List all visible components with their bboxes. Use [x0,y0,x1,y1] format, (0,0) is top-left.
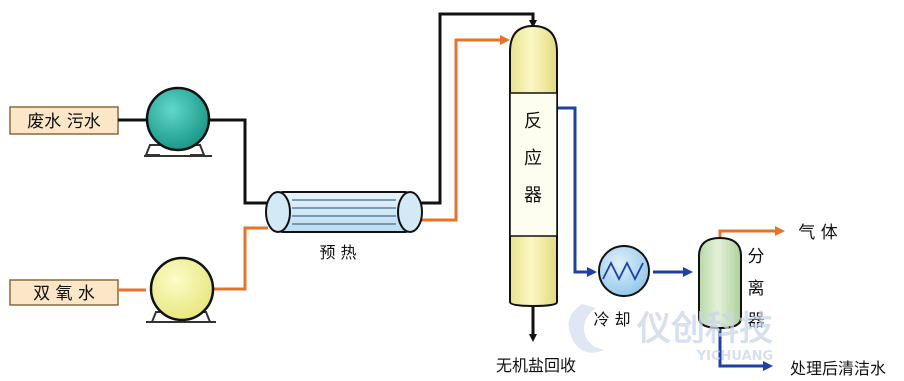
pipe-reactor-to-cooling [557,106,597,277]
treated-water-label: 处理后清洁水 [790,359,886,378]
watermark-subtext: YICHUANG [696,349,773,364]
reactor-label-2: 应 [524,148,542,169]
preheat-label: 预 热 [319,243,356,262]
cooler: 冷 却 [593,245,650,329]
reactor-vessel: 反 应 器 [509,24,558,308]
separator-vessel: 分 离 器 [698,236,765,331]
separator-label-3: 器 [748,311,765,331]
input-box-hydrogen-peroxide: 双 氧 水 [9,279,146,306]
pipe-separator-to-water [718,322,773,371]
pipe-wastewater-to-preheat [207,118,268,205]
cooling-label: 冷 却 [593,310,630,329]
reactor-label-1: 反 [524,111,542,132]
separator-label-1: 分 [748,247,765,267]
pipe-preheat-to-reactor [420,35,510,222]
reactor-label-3: 器 [524,185,542,206]
hydrogen-peroxide-label: 双 氧 水 [33,284,95,304]
preheat-exchanger: 预 热 [265,191,423,262]
separator-label-2: 离 [748,279,765,299]
waste-water-label: 废水 污水 [27,112,100,132]
salt-recovery-label: 无机盐回收 [496,356,576,375]
watermark-text: 仪创科技 [636,309,773,349]
watermark-logo-icon [568,304,604,353]
pipe-preheat-to-reactor-top [420,12,537,205]
watermark: 仪创科技 YICHUANG [568,304,773,364]
gas-output-label: 气 体 [798,223,837,243]
pump-waste-water [144,86,212,157]
pipe-peroxide-to-preheat [213,226,268,291]
pump-hydrogen-peroxide [146,256,216,323]
input-box-waste-water: 废水 污水 [9,106,148,135]
